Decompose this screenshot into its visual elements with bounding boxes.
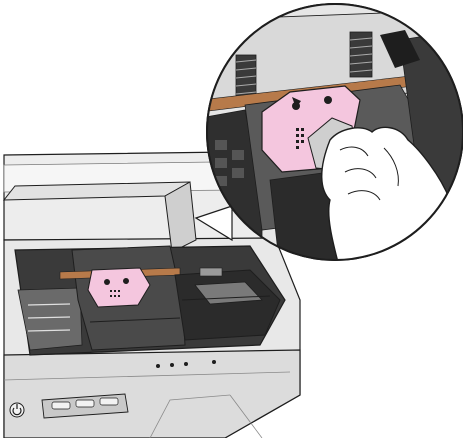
control-button[interactable] [100, 398, 118, 405]
led-icon [184, 362, 188, 366]
led-icon [170, 363, 174, 367]
led-icon [212, 360, 216, 364]
spring [236, 55, 256, 100]
spring [350, 32, 372, 77]
control-button[interactable] [52, 402, 70, 409]
control-button[interactable] [76, 400, 94, 407]
power-icon[interactable] [10, 403, 24, 417]
printer-interior [15, 246, 285, 355]
led-icon [156, 364, 160, 368]
